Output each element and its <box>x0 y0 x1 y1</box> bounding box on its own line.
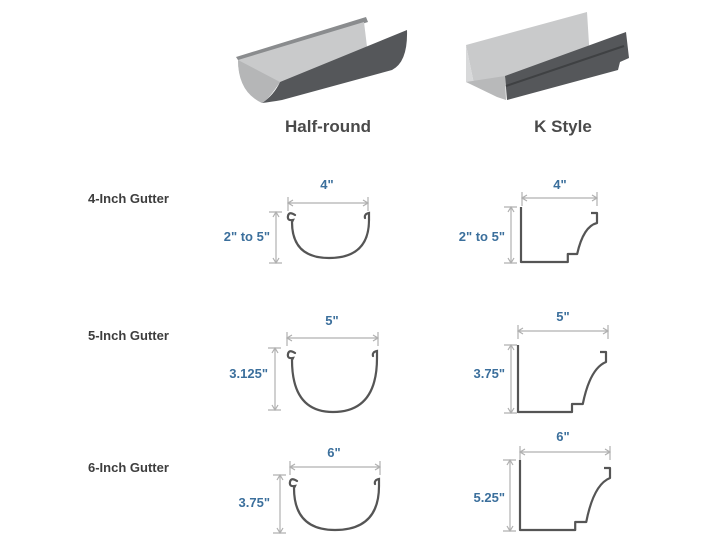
half-round-gutter-illustration <box>236 17 408 103</box>
half-round-6-height: 3.75" <box>238 495 270 510</box>
row-label-5-inch: 5-Inch Gutter <box>88 328 169 343</box>
row-label-4-inch: 4-Inch Gutter <box>88 191 169 206</box>
k-style-4-height: 2" to 5" <box>458 229 505 244</box>
width-dimension-line <box>518 446 612 460</box>
width-dimension-line <box>286 197 370 211</box>
height-dimension-line <box>504 343 517 415</box>
height-dimension-line <box>268 346 281 412</box>
half-round-5-height: 3.125" <box>229 366 268 381</box>
k-style-4-width: 4" <box>553 177 567 192</box>
height-dimension-line <box>503 458 516 533</box>
half-round-profile <box>288 477 381 532</box>
half-round-4-height: 2" to 5" <box>223 229 270 244</box>
k-style-gutter-illustration <box>466 12 629 100</box>
height-dimension-line <box>273 473 286 535</box>
width-dimension-line <box>288 461 382 475</box>
width-dimension-line <box>285 332 380 346</box>
half-round-4-width: 4" <box>320 177 334 192</box>
height-dimension-line <box>269 210 282 265</box>
width-dimension-line <box>516 325 610 339</box>
width-dimension-line <box>520 192 599 206</box>
k-style-profile <box>516 345 608 414</box>
half-round-profile <box>286 349 379 414</box>
k-style-6-height: 5.25" <box>473 490 505 505</box>
height-dimension-line <box>504 205 517 265</box>
k-style-profile <box>518 460 612 532</box>
k-style-5-width: 5" <box>556 309 570 324</box>
half-round-6-width: 6" <box>327 445 341 460</box>
column-header-k-style: K Style <box>534 117 592 136</box>
column-header-half-round: Half-round <box>285 117 371 136</box>
k-style-6-width: 6" <box>556 429 570 444</box>
half-round-profile <box>286 211 371 260</box>
half-round-5-width: 5" <box>325 313 339 328</box>
k-style-profile <box>519 207 599 264</box>
row-label-6-inch: 6-Inch Gutter <box>88 460 169 475</box>
k-style-5-height: 3.75" <box>473 366 505 381</box>
